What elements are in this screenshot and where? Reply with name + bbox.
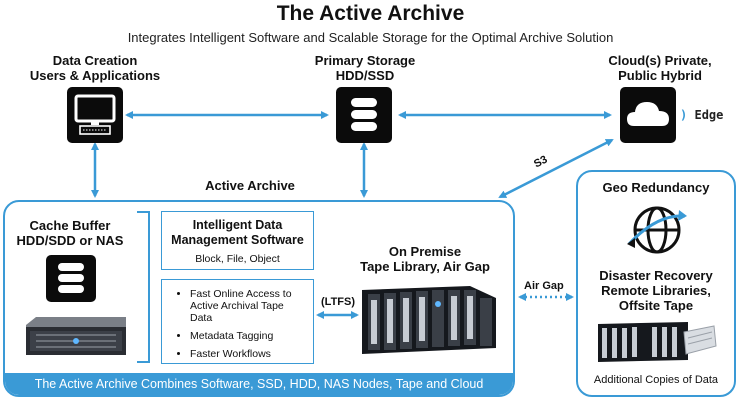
arrow-cloud-s3 (498, 138, 614, 199)
geo-redundancy-panel (576, 170, 736, 397)
page-subtitle: Integrates Intelligent Software and Scal… (127, 30, 614, 45)
primary-storage-label: Primary Storage HDD/SSD (290, 53, 440, 83)
software-line2: Management Software (171, 233, 304, 247)
monitor-icon (67, 87, 123, 143)
active-archive-label: Active Archive (205, 178, 295, 193)
dr-line2: Remote Libraries, (601, 283, 711, 298)
data-creation-line1: Data Creation (52, 53, 138, 68)
nas-device-icon (22, 313, 130, 359)
tape-library-line1: On Premise (388, 244, 462, 259)
dr-line1: Disaster Recovery (599, 268, 713, 283)
globe-icon (625, 198, 689, 262)
cache-buffer-line2: HDD/SDD or NAS (16, 233, 124, 248)
edge-bracket-icon: ) (680, 108, 688, 122)
tape-library-line2: Tape Library, Air Gap (360, 259, 490, 274)
disaster-recovery-label: Disaster Recovery Remote Libraries, Offs… (576, 268, 736, 313)
cache-buffer-label: Cache Buffer HDD/SDD or NAS (10, 218, 130, 248)
cloud-icon (620, 87, 676, 143)
software-box: Intelligent Data Management Software Blo… (161, 211, 314, 270)
dr-line3: Offsite Tape (618, 298, 694, 313)
software-title: Intelligent Data Management Software (162, 218, 313, 248)
software-line1: Intelligent Data (192, 218, 283, 232)
software-types: Block, File, Object (195, 253, 280, 265)
offsite-library-icon (596, 318, 718, 364)
features-box: Fast Online Access to Active Archival Ta… (161, 279, 314, 364)
geo-redundancy-label: Geo Redundancy (602, 180, 710, 195)
group-bracket (137, 211, 150, 363)
primary-storage-line2: HDD/SSD (335, 68, 395, 83)
cloud-line2: Public Hybrid (618, 68, 702, 83)
edge-label: ) Edge (680, 108, 723, 122)
additional-copies-label: Additional Copies of Data (593, 374, 719, 386)
active-archive-panel: The Active Archive Combines Software, SS… (3, 200, 515, 397)
features-list: Fast Online Access to Active Archival Ta… (176, 288, 307, 360)
data-creation-line2: Users & Applications (29, 68, 161, 83)
database-icon (336, 87, 392, 143)
feature-item: Metadata Tagging (190, 330, 307, 342)
feature-item: Faster Workflows (190, 348, 307, 360)
page-title: The Active Archive (276, 2, 465, 25)
ltfs-label: (LTFS) (321, 296, 356, 308)
cloud-line1: Cloud(s) Private, (608, 53, 712, 68)
tape-library-label: On Premise Tape Library, Air Gap (355, 244, 495, 274)
cache-buffer-line1: Cache Buffer (29, 218, 111, 233)
feature-item: Fast Online Access to Active Archival Ta… (190, 288, 307, 324)
primary-storage-line1: Primary Storage (314, 53, 416, 68)
tape-library-icon (360, 280, 500, 360)
cache-database-icon (46, 255, 96, 302)
air-gap-label: Air Gap (524, 280, 564, 292)
data-creation-label: Data Creation Users & Applications (20, 53, 170, 83)
cloud-label: Cloud(s) Private, Public Hybrid (585, 53, 735, 83)
edge-text: Edge (694, 108, 724, 122)
active-archive-footer: The Active Archive Combines Software, SS… (5, 373, 513, 395)
